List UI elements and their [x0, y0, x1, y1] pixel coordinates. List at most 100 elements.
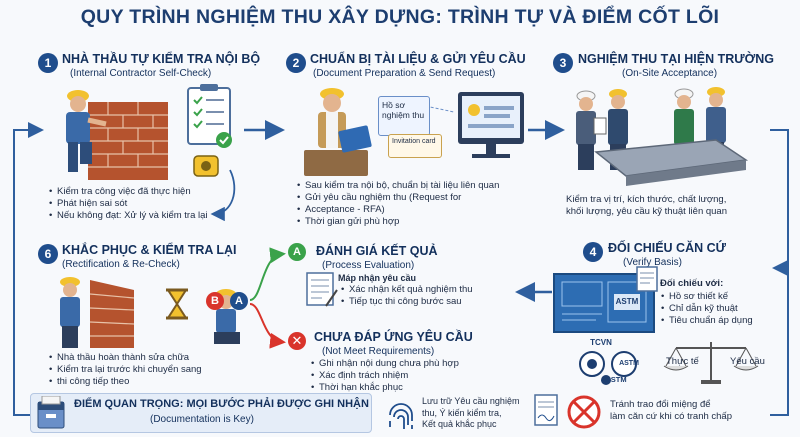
step-6-bullets: Nhà thầu hoàn thành sửa chữa Kiểm tra lạ… [48, 352, 268, 388]
step-4-bullets: Hồ sơ thiết kế Chỉ dẫn kỹ thuật Tiêu chu… [660, 291, 780, 327]
fail-badge: ✕ [288, 332, 306, 350]
astm-logo-small: ASTM [605, 375, 627, 384]
fingerprint-icon [389, 403, 413, 429]
step-4-number: 4 [583, 242, 603, 262]
archive-text-line: thu, Ý kiến kiểm tra, [422, 407, 502, 418]
step-2-bullets: Sau kiểm tra nội bộ, chuẩn bị tài liệu l… [296, 180, 536, 228]
option-b-badge: B [206, 292, 224, 310]
step-6-bullet: Nhà thầu hoàn thành sửa chữa [48, 352, 268, 364]
fail-item: Ghi nhận nội dung chưa phù hợp [310, 358, 510, 370]
fail-item: Thời hạn khắc phục [310, 382, 510, 394]
pass-items: Xác nhận kết quả nghiệm thu Tiếp tục thi… [340, 284, 530, 308]
key-subtitle: (Documentation is Key) [150, 414, 254, 425]
fail-item: Xác định trách nhiệm [310, 370, 510, 382]
option-a-badge: A [230, 292, 248, 310]
step-3-text-line: khối lượng, yêu cầu kỹ thuật liên quan [566, 206, 727, 217]
step-4-bullet: Tiêu chuẩn áp dụng [660, 315, 780, 327]
worker-icon [60, 277, 80, 348]
fail-subtitle: (Not Meet Requirements) [322, 346, 435, 357]
step-6-title: KHẮC PHỤC & KIỂM TRA LẠI [62, 243, 237, 257]
invitation-card: Invitation card [388, 134, 442, 158]
invitation-card-label: Invitation card [392, 138, 436, 145]
warning-text-line: Tránh trao đổi miệng để [610, 399, 711, 410]
step-2-bullet: Thời gian gửi phù hợp [296, 216, 536, 228]
step-3-illustration [576, 87, 749, 186]
step-2-title: CHUẨN BỊ TÀI LIỆU & GỬI YÊU CẦU [310, 52, 526, 66]
step-1-bullet: Nếu không đạt: Xử lý và kiểm tra lại [48, 210, 238, 222]
step-1-bullet: Phát hiện sai sót [48, 198, 238, 210]
step-1-bullet: Kiểm tra công việc đã thực hiện [48, 186, 238, 198]
signed-document-icon [534, 394, 558, 426]
compare-title: Đối chiếu với: [660, 278, 724, 289]
fail-title: CHƯA ĐÁP ỨNG YÊU CẦU [314, 330, 473, 344]
warning-text: Tránh trao đổi miệng để làm căn cứ khi c… [610, 399, 732, 423]
binder-icon [338, 125, 372, 153]
arrow-3-to-4 [770, 129, 789, 276]
step-3-text: Kiểm tra vị trí, kích thước, chất lượng,… [566, 194, 766, 218]
archive-text: Lưu trữ Yêu cầu nghiệm thu, Ý kiến kiểm … [422, 396, 519, 431]
step-6-bullet: Kiểm tra lại trước khi chuyển sang [48, 364, 268, 376]
warning-text-line: làm căn cứ khi có tranh chấp [610, 411, 733, 422]
step-6-subtitle: (Rectification & Re-Check) [62, 259, 180, 270]
step-6-illustration [60, 277, 240, 348]
pass-item: Tiếp tục thi công bước sau [340, 296, 530, 308]
brick-wall-icon [89, 280, 135, 348]
tape-measure-icon [193, 155, 219, 177]
steel-beam-icon [594, 139, 749, 186]
document-card-label: Hồ sơ nghiệm thu [382, 100, 425, 120]
step-1-number: 1 [38, 53, 58, 73]
hourglass-icon [166, 288, 188, 320]
step-6-bullet-cont-text: thi công tiếp theo [57, 376, 130, 387]
step-2-bullet-cont-text: Acceptance - RFA) [305, 204, 385, 215]
evaluation-title: ĐÁNH GIÁ KẾT QUẢ [316, 244, 438, 258]
step-2-bullet: Sau kiểm tra nội bộ, chuẩn bị tài liệu l… [296, 180, 536, 192]
tcvn-logo: TCVN [590, 338, 612, 347]
archive-box-icon [37, 396, 65, 429]
pass-item: Xác nhận kết quả nghiệm thu [340, 284, 530, 296]
step-2-subtitle: (Document Preparation & Send Request) [313, 68, 496, 79]
step-3-number: 3 [553, 53, 573, 73]
checklist-icon [187, 84, 232, 148]
standards-logos-icon [579, 351, 637, 385]
step-3-subtitle: (On-Site Acceptance) [622, 68, 718, 79]
step-6-number: 6 [38, 244, 58, 264]
key-title: ĐIỂM QUAN TRỌNG: MỌI BƯỚC PHẢI ĐƯỢC GHI … [74, 398, 369, 410]
kneeling-worker-icon [214, 289, 240, 344]
pass-badge: A [288, 243, 306, 261]
archive-text-line: Lưu trữ Yêu cầu nghiệm [422, 396, 520, 406]
evaluation-subtitle: (Process Evaluation) [322, 260, 415, 271]
arrow-pass-branch [249, 247, 286, 301]
archive-text-line: Kết quả khắc phục [422, 419, 497, 429]
step-6-bullet-cont: thi công tiếp theo [48, 376, 268, 388]
blueprint-astm-label: ASTM [615, 297, 639, 306]
step-2-illustration [304, 88, 524, 176]
office-worker-icon [304, 88, 368, 176]
step-2-number: 2 [286, 53, 306, 73]
step-3-text-line: Kiểm tra vị trí, kích thước, chất lượng, [566, 194, 727, 205]
report-document-icon [306, 272, 338, 307]
step-4-subtitle: (Verify Basis) [623, 257, 682, 268]
step-2-bullet: Gửi yêu cầu nghiệm thu (Request for [296, 192, 536, 204]
balance-scale-icon [663, 342, 759, 384]
pass-title: Máp nhận yêu cầu [338, 273, 417, 283]
arrow-6-to-1 [13, 122, 44, 416]
actual-label: Thực tế [666, 356, 699, 367]
brick-wall-icon [88, 102, 168, 180]
step-1-illustration [66, 84, 232, 180]
fail-items: Ghi nhận nội dung chưa phù hợp Xác định … [310, 358, 510, 394]
no-verbal-icon [567, 395, 601, 429]
step-1-bullets: Kiểm tra công việc đã thực hiện Phát hiệ… [48, 186, 238, 222]
step-4-bullet: Chỉ dẫn kỹ thuật [660, 303, 780, 315]
step-1-title: NHÀ THẦU TỰ KIỂM TRA NỘI BỘ [62, 52, 261, 66]
worker-icon [66, 90, 107, 172]
spec-document-icon [636, 266, 658, 292]
clipboard-icon [593, 117, 607, 135]
step-3-title: NGHIỆM THU TẠI HIỆN TRƯỜNG [578, 52, 775, 66]
monitor-icon [458, 92, 524, 158]
required-label: Yêu cầu [730, 356, 765, 367]
arrow-recheck-loop [210, 169, 236, 222]
document-card: Hồ sơ nghiệm thu [378, 96, 430, 136]
connector-right-bottom [770, 268, 789, 416]
astm-logo: ASTM [619, 360, 639, 367]
